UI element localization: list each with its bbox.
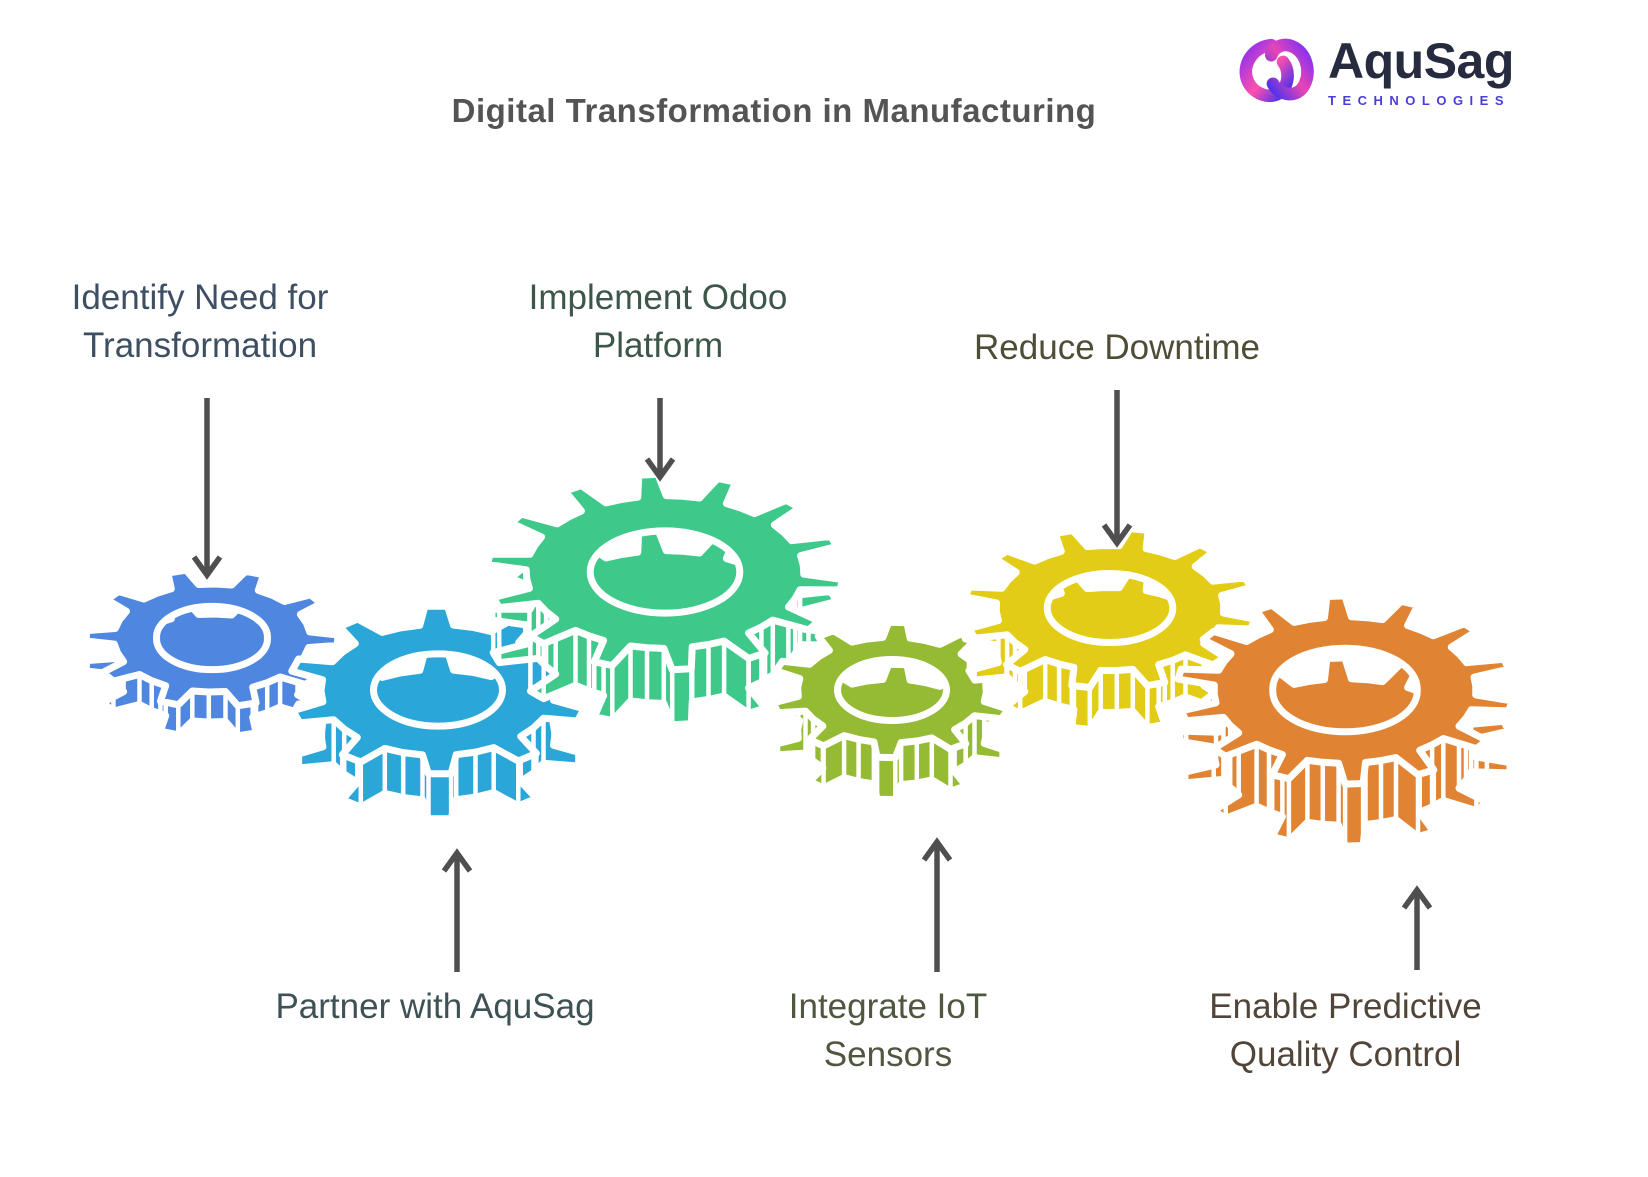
gear-3 — [769, 618, 1015, 804]
gear-0 — [82, 566, 342, 740]
aqusag-logo-icon — [1239, 38, 1314, 103]
gear-5 — [1174, 592, 1516, 850]
logo-subtitle: TECHNOLOGIES — [1328, 93, 1511, 108]
arrow-5 — [1401, 885, 1433, 970]
logo: AquSag TECHNOLOGIES — [1236, 30, 1514, 114]
logo-name: AquSag — [1328, 33, 1514, 89]
logo-left-loop — [1239, 38, 1294, 103]
step-label-identify-need: Identify Need for Transformation — [71, 278, 329, 365]
arrow-3 — [921, 837, 953, 972]
step-label-partner-aqusag: Partner with AquSag — [275, 987, 595, 1026]
gear-4 — [961, 525, 1259, 733]
arrow-2 — [644, 398, 676, 482]
step-label-implement-odoo: Implement Odoo Platform — [528, 278, 788, 365]
logo-text: AquSag TECHNOLOGIES — [1328, 30, 1514, 108]
arrow-0 — [191, 398, 223, 580]
arrow-4 — [1101, 390, 1133, 548]
logo-right-loop — [1264, 38, 1314, 101]
step-label-integrate-iot: Integrate IoT Sensors — [788, 987, 988, 1074]
gear-2 — [484, 470, 846, 729]
page-title: Digital Transformation in Manufacturing — [451, 92, 1097, 129]
step-label-reduce-downtime: Reduce Downtime — [974, 328, 1260, 367]
gear-1 — [288, 602, 588, 823]
step-label-enable-quality: Enable Predictive Quality Control — [1209, 987, 1482, 1074]
arrow-1 — [441, 848, 473, 972]
